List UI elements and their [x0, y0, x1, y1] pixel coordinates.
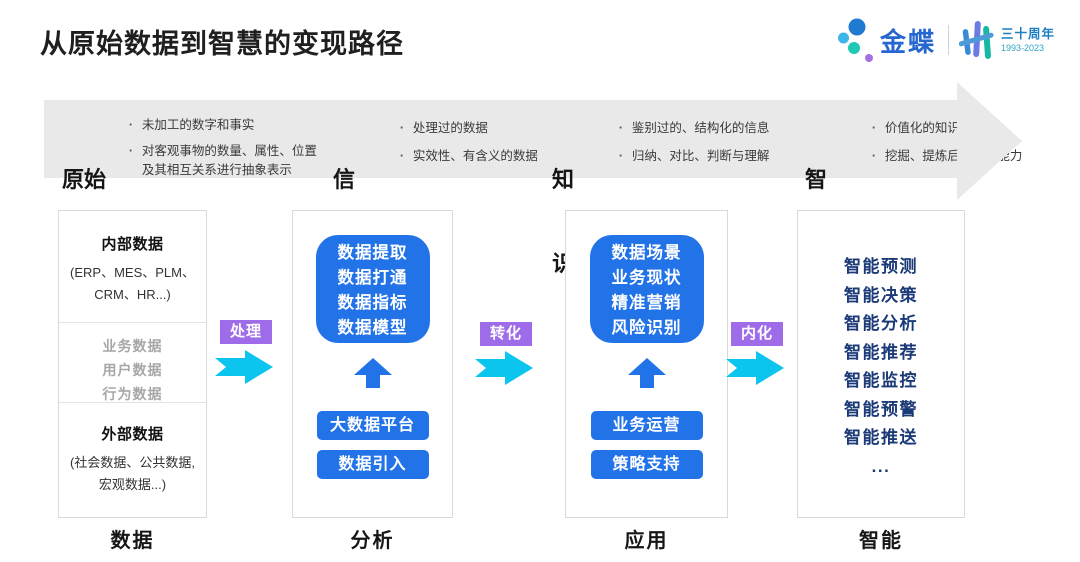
- anniversary-years: 1993-2023: [1001, 43, 1045, 54]
- brand-name: 金蝶: [880, 26, 937, 57]
- intelligence-item: 智能分析: [844, 314, 918, 333]
- banner-stage-raw-data: 原始 数据 未加工的数字和事实 对客观事物的数量、属性、位置及其相互关系进行抽象…: [62, 110, 325, 334]
- banner-stage-knowledge: 知 识 鉴别过的、结构化的信息 归纳、对比、判断与理解: [552, 110, 769, 334]
- analysis-button: 数据引入: [316, 450, 429, 479]
- column-data: 内部数据 (ERP、MES、PLM、 CRM、HR...) 业务数据 用户数据 …: [58, 210, 207, 518]
- middle-data-item: 用户数据: [102, 362, 163, 378]
- middle-data-item: 业务数据: [102, 338, 163, 354]
- anniversary-mark-icon: [959, 21, 994, 59]
- middle-data-section: 业务数据 用户数据 行为数据: [59, 323, 206, 403]
- stage-points: 未加工的数字和事实 对客观事物的数量、属性、位置及其相互关系进行抽象表示: [127, 116, 325, 334]
- stage-points: 处理过的数据 实效性、有含义的数据: [398, 116, 538, 334]
- analysis-highlight-box: 数据提取 数据打通 数据指标 数据模型: [315, 235, 430, 343]
- stage-name-line: 原始: [62, 167, 107, 192]
- intelligence-item: 智能预测: [844, 257, 918, 276]
- internal-data-section: 内部数据 (ERP、MES、PLM、 CRM、HR...): [59, 211, 206, 323]
- external-data-line: 宏观数据...): [98, 477, 167, 492]
- middle-data-item: 行为数据: [102, 386, 163, 402]
- analysis-button: 大数据平台: [316, 411, 429, 440]
- stage-name-line: 知: [552, 167, 575, 192]
- intelligence-item: 智能推送: [844, 428, 918, 447]
- connector-badge-internalize: 内化: [731, 322, 783, 346]
- external-data-title: 外部数据: [101, 426, 164, 443]
- highlight-line: 精准营销: [611, 294, 682, 312]
- column-footer-intelligence: 智能: [859, 530, 903, 552]
- stage-name-line: 信: [333, 167, 356, 192]
- flow-arrow-icon: [726, 351, 784, 385]
- kingdee-dots-icon: [838, 18, 873, 62]
- intelligence-item-more: ...: [871, 456, 891, 476]
- flow-arrow-icon: [215, 350, 273, 384]
- connector-badge-process: 处理: [220, 320, 272, 344]
- anniversary-label: 三十周年: [1001, 26, 1056, 41]
- logo-divider: [948, 25, 950, 55]
- stage-point: 价值化的知识: [870, 119, 1023, 138]
- application-button: 业务运营: [590, 411, 703, 440]
- column-intelligence: 智能预测 智能决策 智能分析 智能推荐 智能监控 智能预警 智能推送 ...: [797, 210, 965, 518]
- intelligence-item: 智能监控: [844, 371, 918, 390]
- stage-point: 鉴别过的、结构化的信息: [617, 119, 770, 138]
- banner-band: 原始 数据 未加工的数字和事实 对客观事物的数量、属性、位置及其相互关系进行抽象…: [44, 100, 1022, 276]
- column-footer-analysis: 分析: [350, 530, 395, 552]
- anniversary-block: 三十周年 1993-2023: [1001, 27, 1055, 54]
- stage-point: 实效性、有含义的数据: [398, 147, 538, 166]
- internal-data-line: CRM、HR...): [94, 287, 171, 302]
- application-button: 策略支持: [590, 450, 703, 479]
- intelligence-item: 智能预警: [844, 399, 918, 419]
- stage-points: 鉴别过的、结构化的信息 归纳、对比、判断与理解: [617, 116, 770, 334]
- highlight-line: 数据指标: [337, 294, 408, 312]
- external-data-line: (社会数据、公共数据,: [70, 455, 195, 470]
- kingdee-logo: 金蝶 三十周年 1993-2023: [836, 14, 1055, 66]
- highlight-line: 数据模型: [337, 319, 408, 337]
- internal-data-line: (ERP、MES、PLM、: [70, 265, 195, 280]
- stage-point: 处理过的数据: [398, 119, 538, 138]
- highlight-line: 数据提取: [337, 244, 408, 262]
- internal-data-title: 内部数据: [101, 236, 164, 253]
- external-data-section: 外部数据 (社会数据、公共数据, 宏观数据...): [59, 403, 206, 496]
- application-highlight-box: 数据场景 业务现状 精准营销 风险识别: [589, 235, 704, 343]
- highlight-line: 数据打通: [337, 269, 408, 287]
- stage-name-line: 智: [805, 167, 828, 192]
- stage-point: 归纳、对比、判断与理解: [617, 147, 770, 166]
- up-arrow-icon: [627, 358, 666, 388]
- highlight-line: 业务现状: [611, 269, 682, 287]
- column-footer-data: 数据: [110, 530, 155, 552]
- up-arrow-icon: [353, 358, 392, 388]
- highlight-line: 数据场景: [611, 244, 682, 262]
- column-analysis: 数据提取 数据打通 数据指标 数据模型 大数据平台 数据引入: [292, 210, 453, 518]
- intelligence-item: 智能推荐: [844, 342, 918, 362]
- column-application: 数据场景 业务现状 精准营销 风险识别 业务运营 策略支持: [565, 210, 728, 518]
- banner-arrowhead-icon: [957, 82, 1022, 200]
- connector-badge-transform: 转化: [480, 322, 532, 346]
- highlight-line: 风险识别: [611, 319, 682, 337]
- stage-point: 对客观事物的数量、属性、位置及其相互关系进行抽象表示: [127, 142, 325, 180]
- intelligence-item: 智能决策: [844, 285, 918, 305]
- flow-arrow-icon: [475, 351, 533, 385]
- stage-point: 未加工的数字和事实: [127, 116, 325, 135]
- column-footer-application: 应用: [624, 530, 669, 552]
- page-title: 从原始数据到智慧的变现路径: [40, 29, 404, 59]
